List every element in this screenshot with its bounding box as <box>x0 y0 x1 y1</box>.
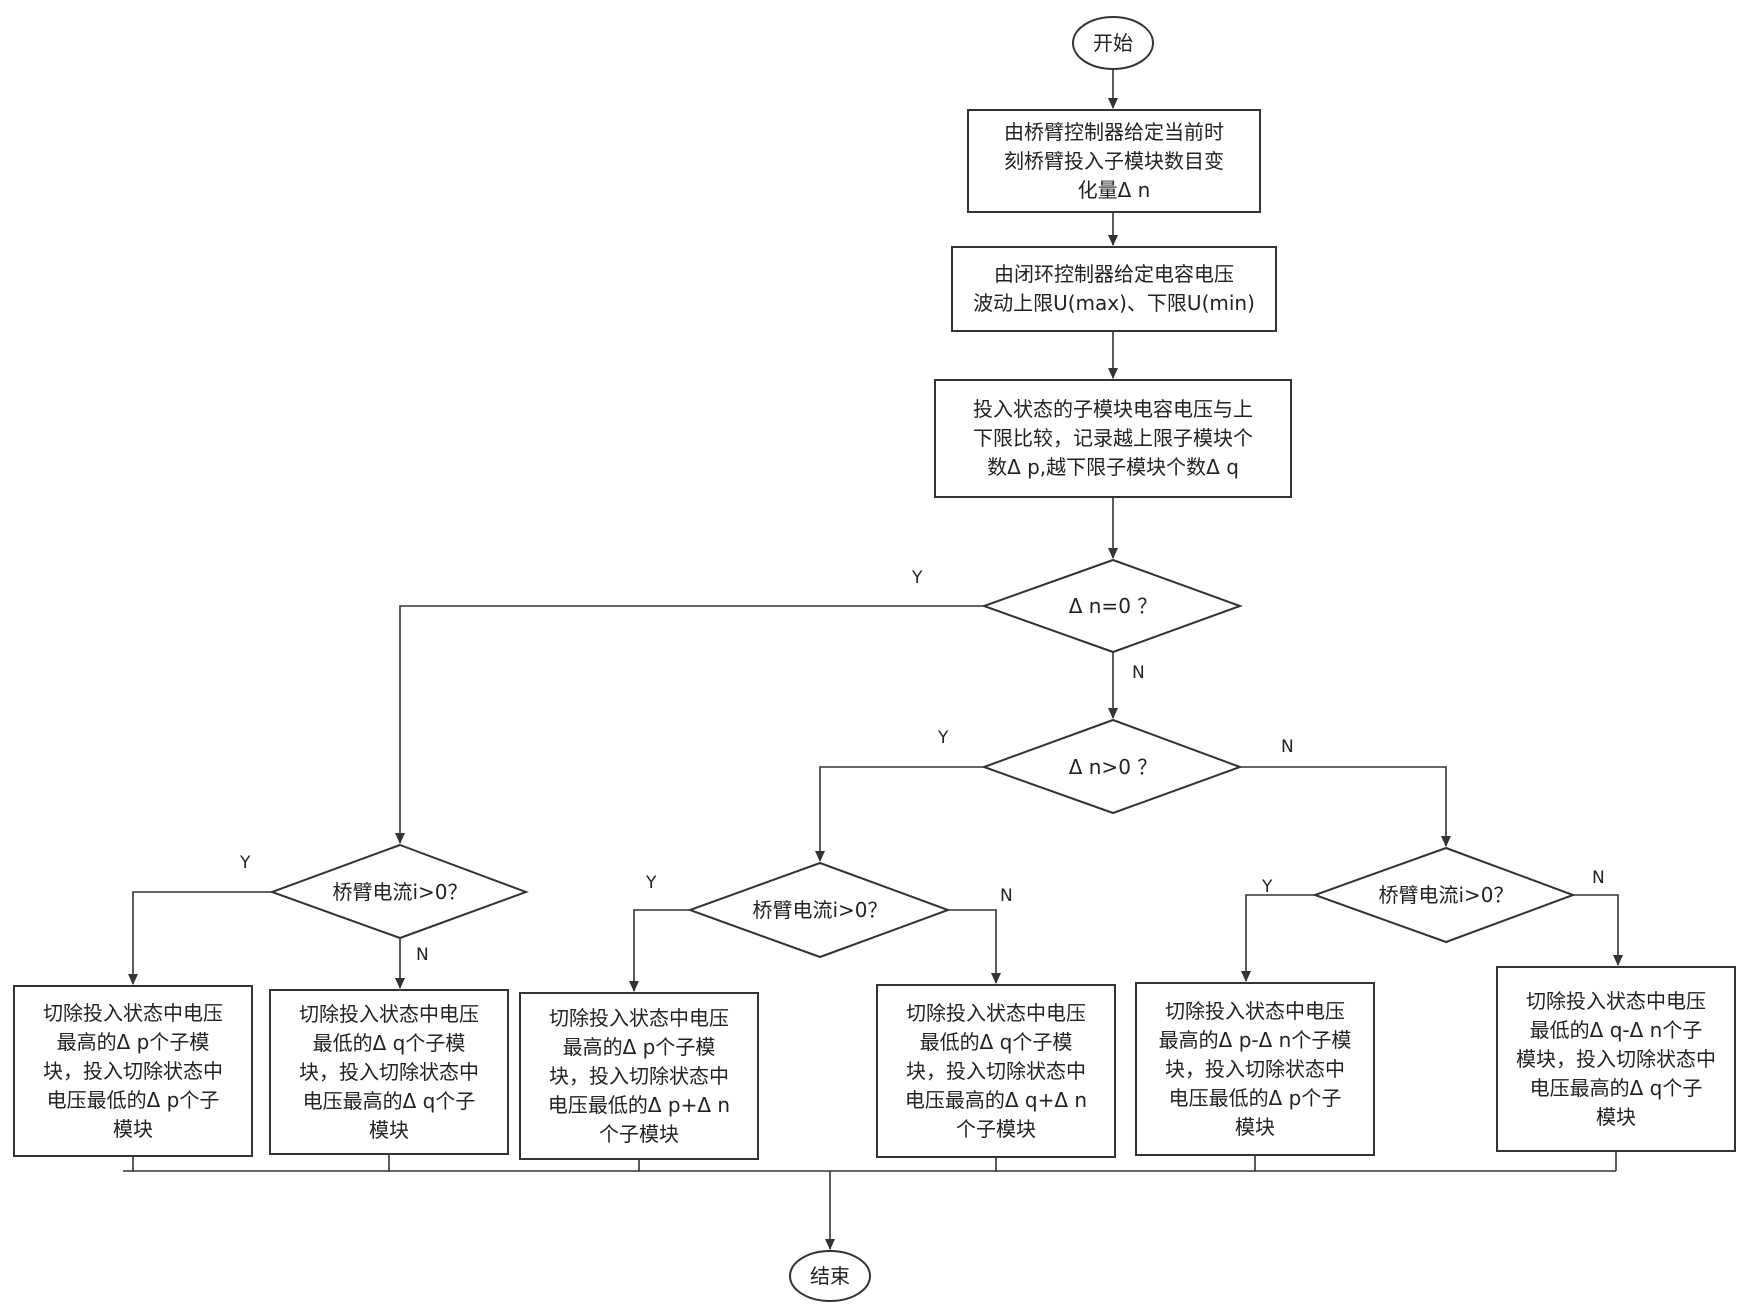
action-box-5-text: 切除投入状态中电压 最高的Δ p-Δ n个子模 块，投入切除状态中 电压最低的Δ… <box>1158 998 1352 1139</box>
step2-text: 由闭环控制器给定电容电压 波动上限U(max)、下限U(min) <box>973 262 1255 315</box>
decision-current-mid <box>687 861 951 959</box>
decision-n-positive <box>981 718 1243 815</box>
step2-box <box>951 246 1277 332</box>
action-box-1-text: 切除投入状态中电压 最高的Δ p个子模 块，投入切除状态中 电压最低的Δ p个子… <box>43 1000 223 1141</box>
action-box-5 <box>1135 982 1375 1156</box>
decision-current-right <box>1312 846 1576 944</box>
decision-current-left-text: 桥臂电流i>0？ <box>332 879 468 904</box>
label-n-current-right: N <box>1592 868 1605 888</box>
connectors <box>123 69 1623 1250</box>
step3-text: 投入状态的子模块电容电压与上 下限比较，记录越上限子模块个 数Δ p,越下限子模… <box>973 397 1253 479</box>
action-box-3-text: 切除投入状态中电压 最高的Δ p个子模 块，投入切除状态中 电压最低的Δ p+Δ… <box>547 1005 731 1146</box>
label-y-n-zero: Y <box>912 568 923 588</box>
decision-n-positive-text: Δ n>0 ？ <box>1068 754 1158 779</box>
decision-current-right-text: 桥臂电流i>0？ <box>1378 882 1514 907</box>
action-box-6-text: 切除投入状态中电压 最低的Δ q-Δ n个子 模块，投入切除状态中 电压最高的Δ… <box>1516 988 1716 1129</box>
end-label: 结束 <box>810 1263 850 1288</box>
action-box-6 <box>1496 966 1736 1152</box>
action-box-4-text: 切除投入状态中电压 最低的Δ q个子模 块，投入切除状态中 电压最高的Δ q+Δ… <box>904 1000 1088 1141</box>
step1-text: 由桥臂控制器给定当前时 刻桥臂投入子模块数目变 化量Δ n <box>1004 119 1224 202</box>
label-n-n-positive: N <box>1281 737 1294 757</box>
step1-box <box>967 109 1261 213</box>
label-y-current-left: Y <box>240 853 251 873</box>
end-terminal <box>789 1250 871 1302</box>
action-box-4 <box>876 984 1116 1158</box>
label-n-n-zero: N <box>1132 663 1145 683</box>
action-box-2-text: 切除投入状态中电压 最低的Δ q个子模 块，投入切除状态中 电压最高的Δ q个子… <box>299 1001 479 1142</box>
label-y-n-positive: Y <box>938 728 949 748</box>
decision-current-mid-text: 桥臂电流i>0？ <box>752 897 888 922</box>
start-label: 开始 <box>1093 30 1133 55</box>
label-y-current-mid: Y <box>646 873 657 893</box>
label-n-current-left: N <box>416 945 429 965</box>
label-y-current-right: Y <box>1262 877 1273 897</box>
action-box-2 <box>269 989 509 1155</box>
step3-box <box>934 379 1292 498</box>
label-n-current-mid: N <box>1000 886 1013 906</box>
decision-n-zero-text: Δ n=0 ？ <box>1068 593 1158 618</box>
